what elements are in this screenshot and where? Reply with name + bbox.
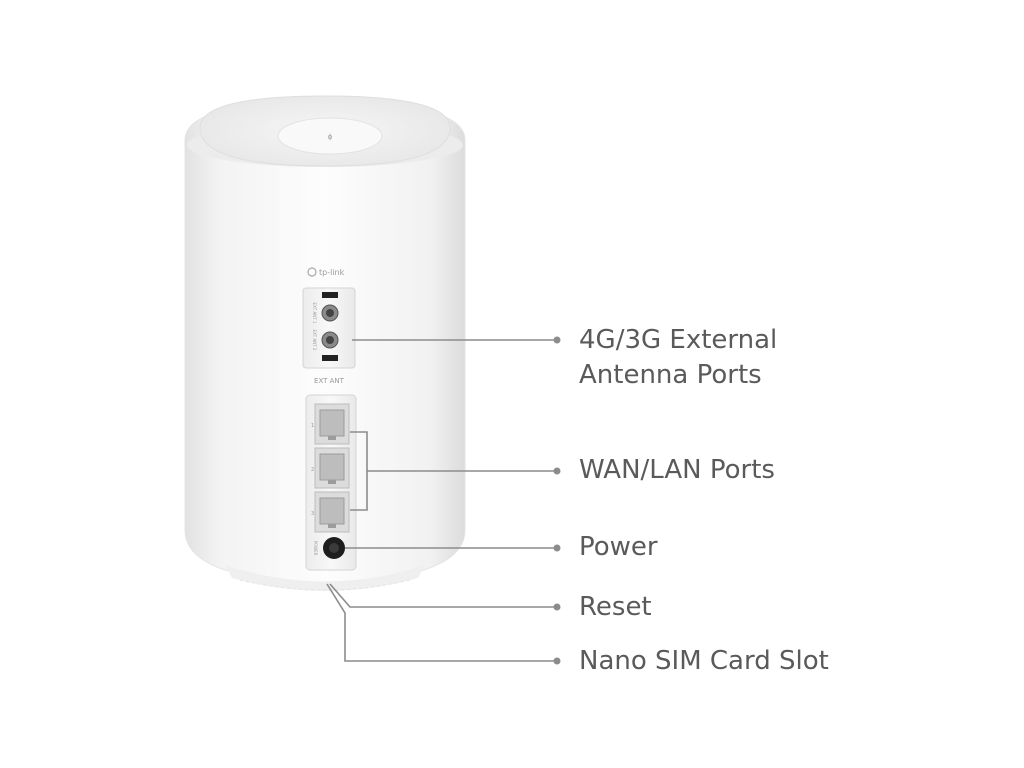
callout-antenna-ports: 4G/3G External Antenna Ports [579,323,777,393]
top-logo-icon: ϕ [328,133,333,141]
callout-power: Power [579,532,658,562]
reset-leader [329,583,561,611]
port-number-1: 1 [311,423,314,429]
bottom-vents [225,565,425,591]
brand-text: tp-link [319,268,345,277]
ethernet-port-3[interactable] [314,491,350,533]
callout-nano-sim-slot: Nano SIM Card Slot [579,646,829,676]
antenna-port-2[interactable] [321,331,339,349]
port-number-2: 2 [311,467,314,473]
router-top-cap: ϕ [199,95,451,167]
leader-lines [326,336,561,665]
antenna-panel: EXT ANT 1 EXT ANT 2 EXT ANT [302,287,356,385]
antenna-port-1-label: EXT ANT 1 [312,303,317,324]
antenna-port-1[interactable] [321,304,339,322]
antenna-leader [352,336,561,344]
callout-antenna-line2: Antenna Ports [579,360,762,390]
panel-label: EXT ANT [314,377,345,385]
callout-wan-lan-ports: WAN/LAN Ports [579,455,775,485]
wan-lan-leader [350,431,561,511]
ethernet-port-2[interactable] [314,447,350,489]
power-port-label: POWER [313,541,318,556]
antenna-port-2-label: EXT ANT 2 [312,330,317,351]
port-number-3: 3 [311,511,314,517]
callout-antenna-line1: 4G/3G External [579,325,778,355]
callout-reset: Reset [579,592,652,622]
power-port[interactable] [323,537,345,559]
ports-panel: 1 2 3 POWER [305,394,357,571]
tp-link-logo: tp-link [307,267,345,277]
power-leader [345,544,561,552]
ethernet-port-1[interactable] [314,403,350,445]
sim-leader [326,583,561,665]
